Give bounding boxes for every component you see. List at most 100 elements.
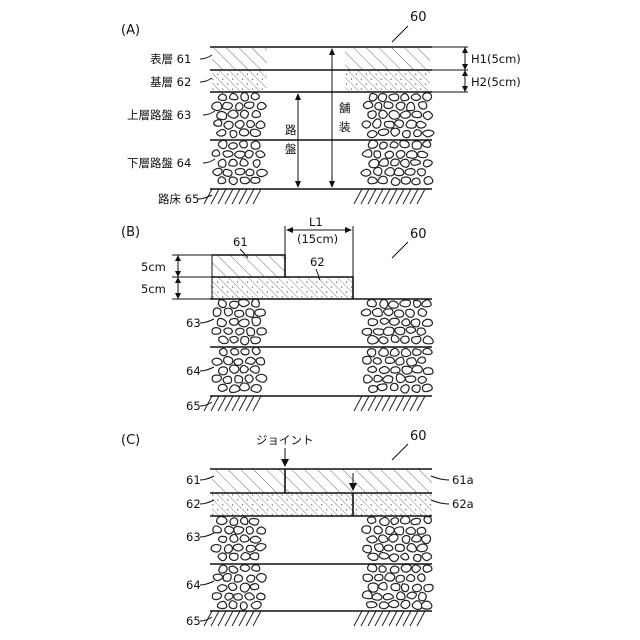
- aggregate-stone: [401, 553, 409, 560]
- aggregate-stone: [367, 517, 375, 524]
- ground-hatch-line: [239, 396, 247, 411]
- aggregate-stone: [256, 544, 266, 551]
- aggregate-stone: [234, 359, 243, 365]
- aggregate-stone: [369, 159, 379, 167]
- aggregate-stone: [400, 300, 411, 307]
- aggregate-stones-b: [212, 299, 433, 393]
- aggregate-stone: [234, 594, 243, 601]
- panel-c: (C) 60 ジョイント 61 62 63 64 65: [121, 429, 474, 628]
- aggregate-stone: [233, 544, 243, 551]
- label-63-b: 63: [186, 316, 201, 330]
- aggregate-stone: [389, 554, 398, 562]
- aggregate-stone: [405, 376, 416, 382]
- aggregate-stone: [423, 140, 431, 147]
- aggregate-stones-a: [212, 93, 434, 186]
- joint-label-c: ジョイント: [256, 433, 314, 447]
- aggregate-stone: [212, 102, 222, 111]
- aggregate-stone: [363, 574, 373, 581]
- ground-hatch-line: [410, 611, 418, 626]
- aggregate-stone: [245, 593, 255, 600]
- aggregate-stone: [245, 375, 253, 383]
- aggregate-stone: [414, 130, 422, 137]
- aggregate-stone: [423, 93, 432, 101]
- ground-hatch-line: [361, 611, 369, 626]
- aggregate-stone: [391, 518, 399, 525]
- aggregate-stone: [407, 358, 417, 366]
- aggregate-stone: [230, 336, 238, 343]
- label-64-b: 64: [186, 364, 201, 378]
- ground-hatch-line: [246, 396, 254, 411]
- aggregate-stone: [412, 385, 420, 392]
- aggregate-stone: [424, 584, 433, 591]
- dimension-l1-value: (15cm): [297, 232, 338, 246]
- aggregate-stone: [401, 336, 409, 343]
- aggregate-stone: [241, 93, 249, 102]
- aggregate-stone: [383, 376, 393, 383]
- aggregate-stone: [401, 159, 410, 167]
- aggregate-stone: [391, 178, 400, 186]
- aggregate-stone: [229, 385, 239, 393]
- aggregate-stone: [412, 111, 422, 117]
- aggregate-stone: [400, 111, 410, 118]
- aggregate-stone: [401, 600, 410, 608]
- aggregate-stone: [230, 131, 237, 138]
- aggregate-stone: [394, 527, 403, 535]
- aggregate-stone: [251, 337, 261, 344]
- aggregate-stone: [229, 566, 238, 573]
- aggregate-stone: [230, 534, 238, 542]
- ground-hatch-line: [239, 189, 247, 204]
- ground-hatch-line: [361, 189, 369, 204]
- aggregate-stone: [224, 357, 233, 365]
- aggregate-stone: [391, 159, 400, 166]
- aggregate-stone: [422, 300, 431, 307]
- aggregate-stone: [412, 178, 420, 185]
- aggregate-stone: [390, 566, 399, 573]
- aggregate-stone: [396, 102, 405, 110]
- ground-hatch-line: [253, 189, 261, 204]
- aggregate-stone: [212, 358, 222, 365]
- label-61-b: 61: [233, 235, 248, 249]
- subgrade-ground-a: [204, 189, 425, 204]
- dimension-l1-label: L1: [309, 215, 323, 229]
- aggregate-stone: [386, 526, 394, 534]
- aggregate-stone: [367, 131, 377, 138]
- aggregate-stone: [362, 121, 371, 128]
- aggregate-stone: [374, 151, 381, 158]
- ground-hatch-line: [389, 189, 397, 204]
- aggregate-stone: [225, 526, 234, 534]
- aggregate-stone: [246, 545, 255, 552]
- aggregate-stone: [212, 150, 220, 157]
- aggregate-stone: [251, 141, 260, 149]
- aggregate-stone: [250, 366, 259, 373]
- surface-layer-c: [212, 469, 432, 493]
- aggregate-stone: [256, 358, 264, 365]
- aggregate-stone: [363, 101, 372, 108]
- dimension-top-b: 5cm: [141, 260, 166, 274]
- aggregate-stone: [234, 575, 242, 582]
- aggregate-stone: [368, 564, 377, 572]
- aggregate-stone: [218, 585, 228, 592]
- aggregate-stone: [240, 110, 248, 118]
- aggregate-stone: [375, 574, 383, 580]
- label-surface-layer-a: 表層 61: [150, 52, 191, 66]
- ground-hatch-line: [354, 189, 362, 204]
- aggregate-stone: [388, 600, 398, 607]
- aggregate-stone: [396, 374, 405, 383]
- ground-hatch-line: [218, 396, 226, 411]
- aggregate-stone: [373, 119, 381, 128]
- aggregate-stone: [229, 159, 237, 166]
- aggregate-stone: [391, 335, 399, 342]
- ground-hatch-line: [403, 189, 411, 204]
- aggregate-stone: [412, 601, 422, 610]
- panel-a: (A) 60 舗 装 路 盤: [121, 10, 521, 206]
- pavement-char-1: 舗: [339, 101, 351, 115]
- aggregate-stone: [240, 383, 250, 391]
- aggregate-stone: [384, 121, 394, 128]
- aggregate-stone: [217, 129, 226, 136]
- aggregate-stone: [385, 151, 393, 158]
- aggregate-stone: [412, 366, 422, 373]
- ground-hatch-line: [417, 189, 425, 204]
- aggregate-stone: [396, 575, 404, 582]
- ground-hatch-line: [211, 611, 219, 626]
- aggregate-stone: [380, 318, 389, 324]
